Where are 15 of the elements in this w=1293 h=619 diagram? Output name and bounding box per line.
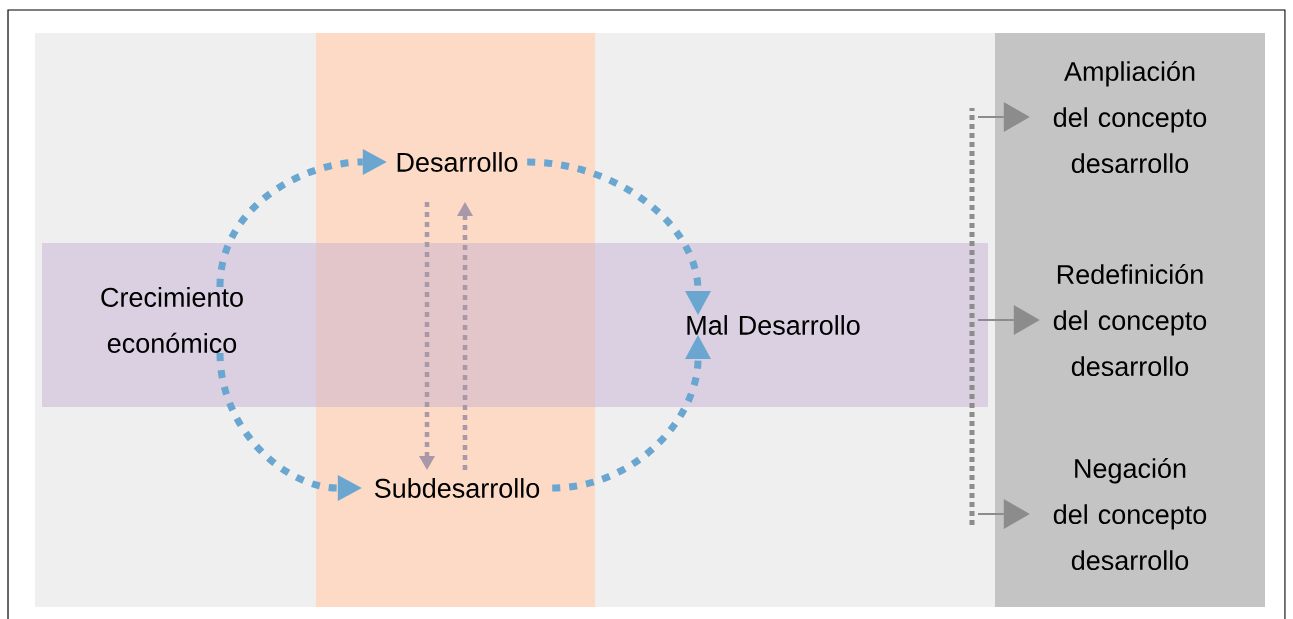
concept-label: Subdesarrollo	[374, 478, 540, 498]
arrow	[216, 149, 387, 288]
concept-label: Redefinición del concepto desarrollo	[1053, 263, 1207, 377]
concept-label: Crecimiento económico	[101, 287, 243, 353]
arrow	[419, 202, 435, 470]
arrow	[457, 202, 473, 470]
concept-label: Mal Desarrollo	[687, 315, 860, 335]
arrow	[551, 335, 711, 492]
arrow	[216, 352, 362, 501]
arrow	[977, 102, 1030, 132]
concept-label: Negación del concepto desarrollo	[1053, 457, 1207, 571]
concept-label: Ampliación del concepto desarrollo	[1053, 60, 1207, 174]
arrow	[977, 305, 1040, 335]
concept-label: Desarrollo	[397, 152, 518, 172]
arrow	[977, 499, 1030, 529]
